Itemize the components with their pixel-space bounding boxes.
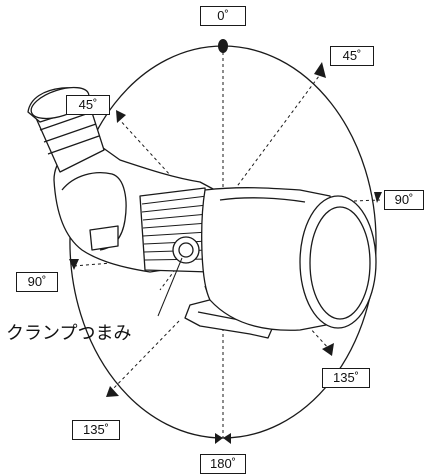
angle-label-top: 0˚: [200, 6, 246, 26]
arrow-right: [374, 192, 382, 203]
clamp-leader-line: [157, 257, 183, 317]
angle-label-left: 90˚: [16, 272, 58, 292]
arrow-left-lower: [106, 386, 119, 397]
arrow-right-upper: [314, 62, 326, 78]
angle-label-left-upper: 45˚: [66, 95, 110, 115]
objective-lens-inner: [309, 206, 371, 320]
lower-left-dashed-axis: [109, 319, 181, 393]
angle-label-bottom: 180˚: [200, 454, 246, 474]
arrow-bottom-right: [223, 433, 231, 444]
arrow-left: [69, 259, 79, 270]
clamp-knob-label: クランプつまみ: [6, 323, 132, 344]
scope-logo-plate: [89, 225, 119, 251]
top-marker: [218, 39, 228, 53]
arrow-bottom-left: [215, 433, 223, 444]
objective-tube-highlight: [219, 197, 306, 203]
angle-label-right: 90˚: [384, 190, 424, 210]
focus-ring-knurls: [141, 195, 210, 261]
arrowheads: [69, 39, 382, 444]
eyepiece-ring-3: [47, 135, 100, 155]
arrow-right-lower: [322, 343, 334, 356]
eyepiece-ring-1: [39, 111, 93, 131]
clamp-knob-center: [178, 242, 194, 258]
angle-label-left-lower: 135˚: [72, 420, 120, 440]
angle-label-right-upper: 45˚: [330, 46, 374, 66]
angle-label-right-lower: 135˚: [322, 368, 370, 388]
eyepiece-ring-2: [43, 123, 97, 143]
arrow-left-upper: [116, 110, 126, 123]
spotting-scope: [27, 86, 377, 339]
